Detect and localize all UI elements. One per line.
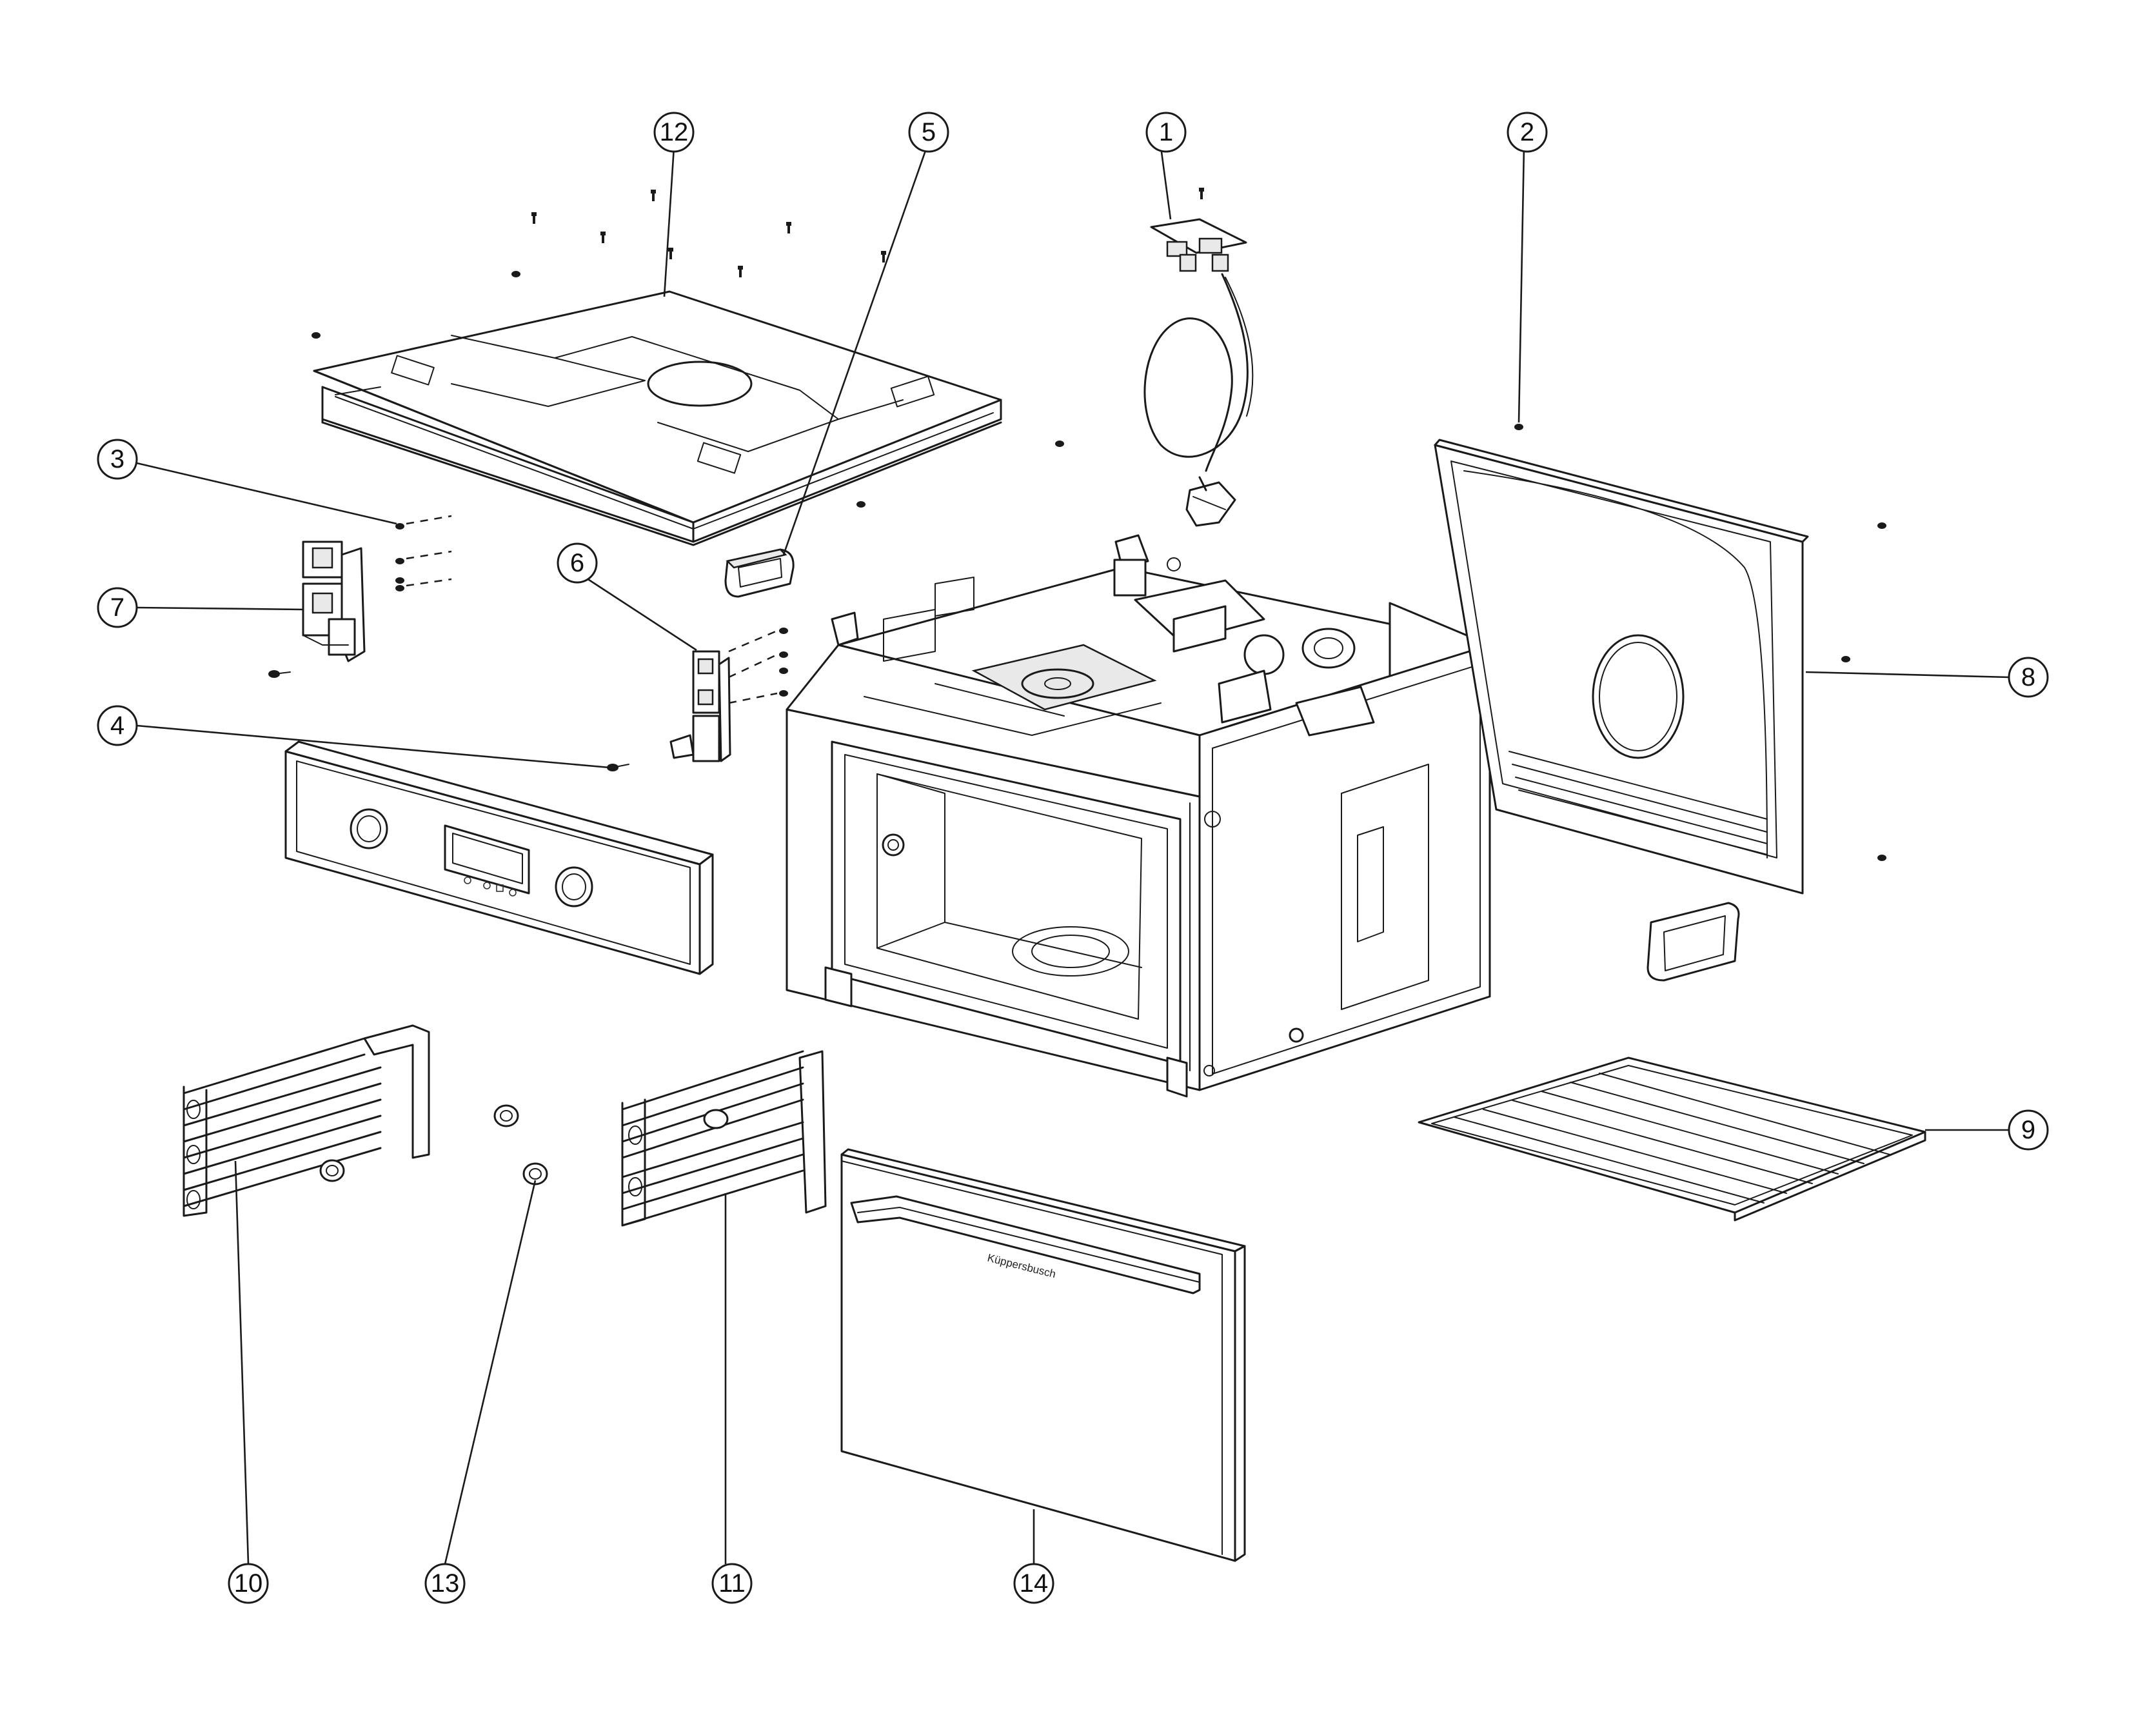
hinge-screws-6 (607, 628, 788, 771)
callout-3: 3 (97, 439, 138, 480)
callout-1: 1 (1145, 112, 1187, 153)
callout-11-label: 11 (718, 1569, 746, 1598)
callout-5: 5 (908, 112, 949, 153)
callout-10-label: 10 (234, 1569, 263, 1598)
callout-13-label: 13 (431, 1569, 460, 1598)
callout-5-label: 5 (922, 118, 936, 146)
callout-4: 4 (97, 705, 138, 746)
power-cord-assembly (1143, 218, 1254, 527)
oven-door: Küppersbusch (840, 1148, 1246, 1562)
callout-13: 13 (424, 1563, 466, 1604)
connector-block (724, 548, 795, 598)
knob-caps (319, 1104, 548, 1185)
callout-7: 7 (97, 587, 138, 628)
callout-3-label: 3 (110, 445, 124, 473)
oven-body (786, 534, 1491, 1098)
left-hinge-bracket (302, 540, 366, 662)
callout-7-label: 7 (110, 593, 124, 622)
callout-12-label: 12 (660, 118, 689, 146)
callout-4-label: 4 (110, 711, 124, 740)
callout-9: 9 (2008, 1109, 2049, 1151)
callout-6: 6 (557, 542, 598, 584)
control-panel-fascia (284, 740, 714, 975)
callout-1-label: 1 (1159, 118, 1173, 146)
right-side-rail (621, 1050, 827, 1227)
callout-2: 2 (1507, 112, 1548, 153)
callout-12: 12 (653, 112, 695, 153)
callout-14: 14 (1013, 1563, 1054, 1604)
hinge-screws-3 (268, 515, 452, 678)
callout-14-label: 14 (1020, 1569, 1049, 1598)
callout-10: 10 (228, 1563, 269, 1604)
gasket-block (1647, 902, 1740, 982)
callout-9-label: 9 (2021, 1116, 2035, 1144)
right-hinge-bracket (669, 650, 731, 762)
top-cover-panel (313, 290, 1002, 546)
vent-slots (1508, 751, 1768, 855)
leader-lines (136, 146, 2010, 1565)
callout-11: 11 (711, 1563, 753, 1604)
callout-8: 8 (2008, 657, 2049, 698)
back-panel-screws (1514, 424, 1886, 861)
callout-8-label: 8 (2021, 663, 2035, 691)
oven-rack (1418, 1056, 1926, 1222)
callout-6-label: 6 (570, 549, 584, 577)
left-side-rail (183, 1024, 430, 1217)
cord-screw (1199, 188, 1204, 199)
top-panel-screws (312, 190, 1064, 508)
callout-2-label: 2 (1520, 118, 1534, 146)
back-panel (1434, 439, 1809, 895)
